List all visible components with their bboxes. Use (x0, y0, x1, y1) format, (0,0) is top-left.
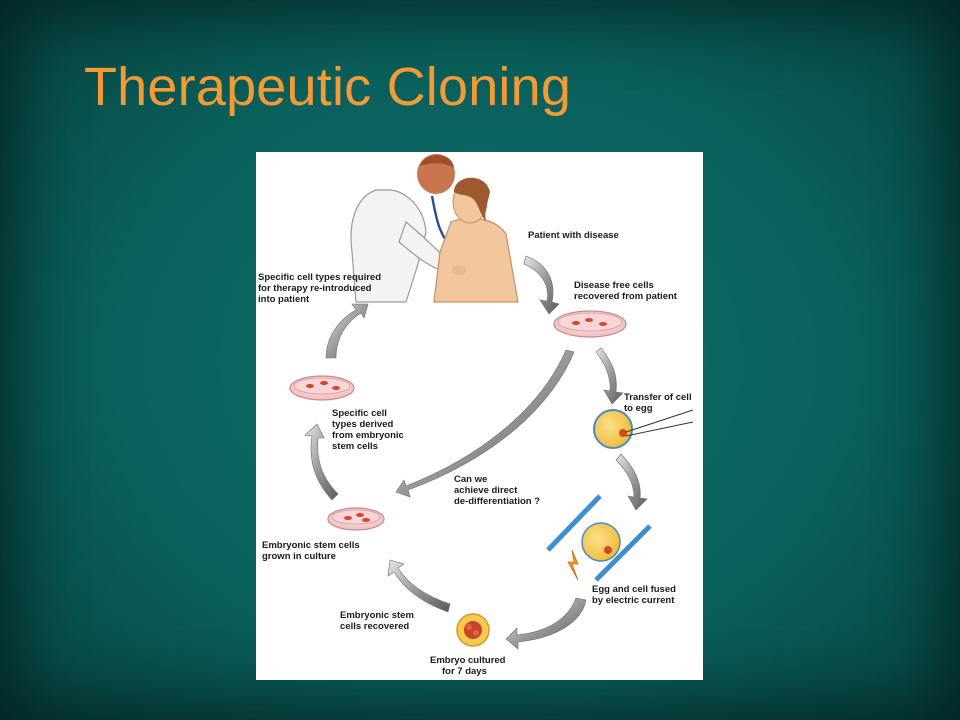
label-direct-question: Can we achieve direct de-differentiation… (454, 474, 540, 507)
petri-dish-disease-free (553, 310, 627, 338)
slide-title: Therapeutic Cloning (84, 57, 572, 117)
label-fused: Egg and cell fused by electric current (592, 584, 679, 606)
label-es-recovered: Embryonic stem cells recovered (340, 610, 417, 632)
label-specific-types: Specific cell types derived from embryon… (332, 408, 406, 452)
arrow-patient-to-dish (523, 255, 560, 315)
arrow-fusion-to-embryo (505, 597, 587, 650)
arrow-embryo-to-culture (387, 559, 451, 613)
label-es-grown: Embryonic stem cells grown in culture (262, 540, 362, 562)
label-transfer: Transfer of cell to egg (624, 392, 694, 414)
petri-dish-specific-types (289, 375, 355, 401)
cloning-diagram: Patient with disease Disease free cells … (256, 152, 703, 680)
arrow-dish-to-egg (595, 347, 624, 405)
petri-dish-es-culture (327, 507, 385, 531)
label-disease-free: Disease free cells recovered from patien… (574, 280, 678, 302)
arrow-egg-to-fusion (615, 453, 648, 511)
egg-fusion-electric (546, 494, 652, 582)
arrow-culture-to-specific (304, 423, 339, 501)
embryo-blastocyst (456, 613, 490, 647)
label-embryo: Embryo cultured for 7 days (430, 655, 508, 677)
diagram-canvas: Patient with disease Disease free cells … (258, 154, 694, 677)
label-reintroduced: Specific cell types required for therapy… (258, 272, 384, 305)
doctor-patient-illustration (350, 154, 519, 303)
label-patient: Patient with disease (528, 230, 619, 241)
egg-transfer (593, 409, 694, 449)
arrow-direct-dedifferentiation (395, 349, 575, 498)
arrow-specific-to-patient (325, 303, 369, 359)
